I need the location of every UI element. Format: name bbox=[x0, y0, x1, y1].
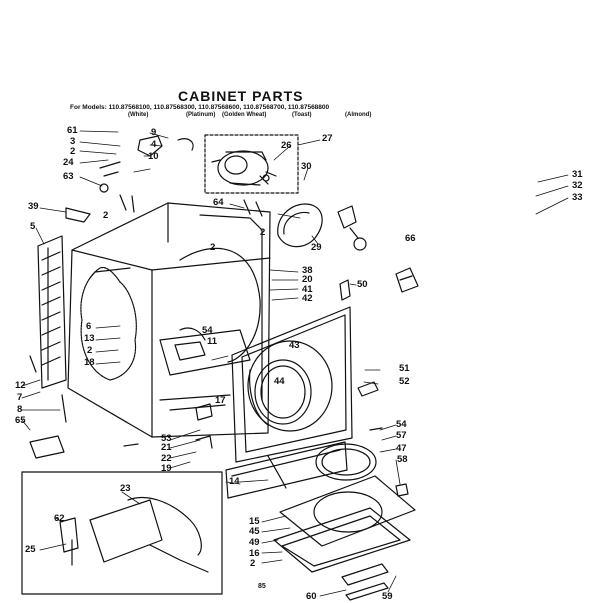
door-assembly bbox=[273, 443, 416, 573]
part-label-8: 8 bbox=[17, 404, 23, 415]
model-caption-platinum: (Platinum) bbox=[186, 112, 216, 118]
electrical-group-box bbox=[21, 471, 223, 595]
part-label-52: 52 bbox=[399, 376, 410, 387]
part-label-24: 24 bbox=[63, 157, 74, 168]
door-switch-part bbox=[395, 267, 419, 293]
models-line: For Models: 110.87568100, 110.87568300, … bbox=[70, 104, 330, 111]
left-side-panel bbox=[37, 235, 67, 389]
part-label-27: 27 bbox=[322, 133, 333, 144]
part-label-47: 47 bbox=[396, 443, 407, 454]
part-label-44: 44 bbox=[274, 376, 285, 387]
part-label-59: 59 bbox=[382, 591, 393, 602]
model-caption-golden-wheat: (Golden Wheat) bbox=[222, 112, 267, 118]
part-label-49: 49 bbox=[249, 537, 260, 548]
part-label-19: 19 bbox=[161, 463, 172, 474]
part-label-18: 18 bbox=[84, 357, 95, 368]
part-label-42: 42 bbox=[302, 293, 313, 304]
part-label-32: 32 bbox=[572, 180, 583, 191]
part-label-9: 9 bbox=[151, 127, 157, 138]
part-label-20: 20 bbox=[302, 274, 313, 285]
model-caption-almond: (Almond) bbox=[345, 112, 372, 118]
part-label-60: 60 bbox=[306, 591, 317, 602]
idler-pulley bbox=[337, 205, 367, 251]
page-footer: 85 bbox=[258, 583, 266, 590]
part-label-64: 64 bbox=[213, 197, 224, 208]
part-label-17: 17 bbox=[215, 395, 226, 406]
part-label-54b: 54 bbox=[396, 419, 407, 430]
part-label-6: 6 bbox=[86, 321, 92, 332]
leader-lines bbox=[21, 130, 569, 597]
part-label-51: 51 bbox=[399, 363, 410, 374]
diagram-title: CABINET PARTS bbox=[178, 88, 304, 104]
part-label-2c: 2 bbox=[260, 227, 266, 238]
part-label-4: 4 bbox=[151, 139, 157, 150]
motor-assembly bbox=[211, 150, 277, 186]
part-label-31: 31 bbox=[572, 169, 583, 180]
part-label-57: 57 bbox=[396, 430, 407, 441]
part-label-65: 65 bbox=[15, 415, 26, 426]
part-label-12: 12 bbox=[15, 380, 26, 391]
part-label-50: 50 bbox=[357, 279, 368, 290]
part-label-29: 29 bbox=[311, 242, 322, 253]
part-label-54a: 54 bbox=[202, 325, 213, 336]
part-label-7: 7 bbox=[17, 392, 23, 403]
motor-group-box bbox=[204, 134, 299, 194]
part-label-38: 38 bbox=[302, 265, 313, 276]
part-label-45: 45 bbox=[249, 526, 260, 537]
part-label-2f: 2 bbox=[250, 558, 256, 569]
part-label-58: 58 bbox=[397, 454, 408, 465]
front-panel bbox=[231, 306, 353, 463]
part-label-25: 25 bbox=[25, 544, 36, 555]
part-label-66: 66 bbox=[405, 233, 416, 244]
drum-belt bbox=[277, 203, 323, 248]
model-caption-white: (White) bbox=[128, 112, 149, 118]
part-label-2e: 2 bbox=[87, 345, 93, 356]
part-label-33: 33 bbox=[572, 192, 583, 203]
part-label-16: 16 bbox=[249, 548, 260, 559]
door-handle bbox=[341, 563, 389, 601]
part-label-62: 62 bbox=[54, 513, 65, 524]
part-label-2: 2 bbox=[70, 146, 76, 157]
part-label-3: 3 bbox=[70, 136, 76, 147]
part-label-5: 5 bbox=[30, 221, 36, 232]
part-label-61: 61 bbox=[67, 125, 78, 136]
small-hardware bbox=[29, 135, 409, 497]
toe-kick bbox=[225, 441, 348, 499]
part-label-10: 10 bbox=[148, 151, 159, 162]
part-label-2b: 2 bbox=[103, 210, 109, 221]
terminal-block-assembly bbox=[59, 496, 209, 573]
part-label-14: 14 bbox=[229, 476, 240, 487]
part-label-23: 23 bbox=[120, 483, 131, 494]
part-label-22: 22 bbox=[161, 453, 172, 464]
part-label-41: 41 bbox=[302, 284, 313, 295]
cabinet-body bbox=[67, 202, 271, 438]
part-label-43: 43 bbox=[289, 340, 300, 351]
part-label-39: 39 bbox=[28, 201, 39, 212]
model-caption-toast: (Toast) bbox=[292, 112, 312, 118]
part-label-53: 53 bbox=[161, 433, 172, 444]
part-label-26: 26 bbox=[281, 140, 292, 151]
part-label-2d: 2 bbox=[210, 242, 216, 253]
part-label-63: 63 bbox=[63, 171, 74, 182]
part-label-30: 30 bbox=[301, 161, 312, 172]
part-label-11: 11 bbox=[207, 336, 218, 347]
part-label-13: 13 bbox=[84, 333, 95, 344]
part-label-21: 21 bbox=[161, 442, 172, 453]
part-label-15: 15 bbox=[249, 516, 260, 527]
